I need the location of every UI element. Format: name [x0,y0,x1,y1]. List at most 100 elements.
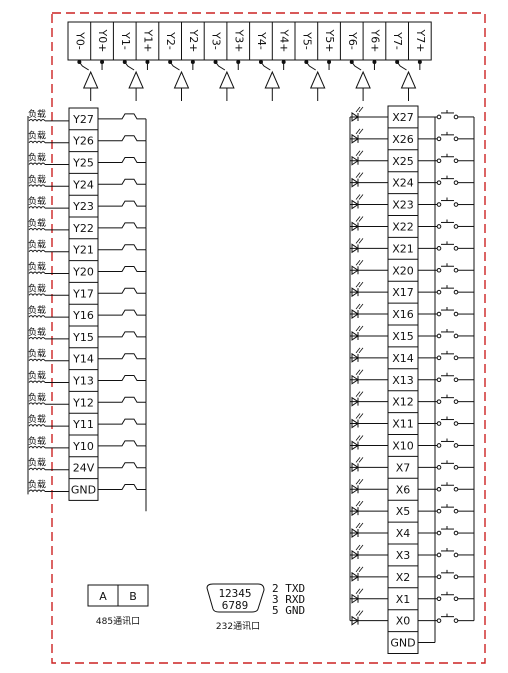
input-row-X22: X22 [350,215,474,233]
relay-contact-icon [98,266,146,272]
terminal-dot [122,60,127,64]
output-terminal-label: GND [71,484,96,497]
switch-terminal [436,289,442,295]
input-row-X6: X6 [350,477,474,496]
led-diode-icon [351,374,359,385]
terminal-dot [168,60,173,64]
input-row-X4: X4 [350,521,474,540]
switch-terminal [436,136,442,142]
output-terminal-label: Y10 [72,440,94,453]
input-terminal-label: X1 [396,593,411,606]
relay-contact-icon [98,353,146,360]
load-coil-icon [28,380,46,384]
input-terminal-label: X16 [392,308,414,321]
load-coil-icon [28,271,46,275]
led-emission-arrows-icon [355,150,364,156]
switch-terminal [453,158,459,164]
top-terminal-label: Y6+ [368,29,381,53]
top-terminal-label: Y4- [255,31,268,50]
led-diode-icon [351,155,359,166]
relay-contact-icon [98,484,146,490]
switch-terminal [453,465,459,470]
led-emission-arrows-icon [355,238,364,244]
transistor-output-0 [77,60,105,101]
input-row-X12: X12 [350,390,474,409]
input-terminal-label: X23 [392,199,414,212]
output-terminal-label: Y13 [72,375,94,388]
transistor-triangle-icon [173,70,190,89]
switch-terminal [436,465,442,470]
led-diode-icon [351,265,359,276]
load-coil-icon [28,293,46,297]
switch-terminal [436,246,442,251]
transistor-triangle-icon [128,70,144,89]
load-label: 负载 [28,479,46,491]
led-emission-arrows-icon [355,347,364,354]
input-row-X2: X2 [350,565,474,584]
switch-terminal [436,421,442,426]
load-coil-icon [28,467,46,471]
relay-contact-icon [98,440,146,447]
output-terminal-label: Y22 [72,222,94,235]
led-diode-icon [351,177,359,188]
relay-contact-icon [98,309,146,316]
switch-terminal [436,158,442,164]
load-label: 负载 [28,239,46,251]
switch-terminal [436,530,442,536]
input-row-X11: X11 [350,412,474,431]
input-terminal-label: X2 [396,571,411,584]
switch-terminal [436,618,442,623]
terminal-dot [304,60,309,64]
relay-contact-icon [98,200,146,207]
terminal-dot [190,60,195,64]
terminal-dot [236,60,241,64]
load-coil-icon [28,184,46,188]
switch-terminal [436,596,442,602]
output-terminal-label: Y12 [72,396,94,409]
led-emission-arrows-icon [355,172,364,178]
load-label: 负载 [28,217,46,229]
rs232-pins-top: 12345 [218,587,251,600]
top-terminal-label: Y0- [73,31,86,50]
input-terminal-label: X27 [392,111,414,124]
load-coil-icon [28,358,46,362]
rs485-pin-a: A [99,590,107,603]
led-emission-arrows-icon [355,369,364,375]
terminal-dot [100,60,105,64]
switch-terminal [453,202,459,207]
top-terminal-label: Y7+ [414,29,427,53]
led-diode-icon [351,331,359,341]
input-row-X1: X1 [350,587,474,606]
transistor-output-2 [168,60,195,101]
rs232-pins-bottom: 6789 [222,599,249,612]
load-label: 负载 [28,326,46,338]
rs232-caption: 232通讯口 [216,621,260,632]
led-emission-arrows-icon [355,588,364,594]
switch-terminal [436,508,442,514]
led-emission-arrows-icon [355,106,364,113]
load-coil-icon [28,249,46,253]
input-terminal-label: X7 [396,461,411,474]
rs485-pin-b: B [129,590,137,603]
input-row-X0: X0 [350,609,474,628]
led-diode-icon [351,287,359,298]
relay-contact-icon [98,178,146,185]
load-label: 负载 [28,304,46,316]
input-terminal-label: X14 [392,352,414,365]
terminal-dot [372,60,377,64]
top-terminal-label: Y4+ [278,29,291,53]
switch-terminal [453,355,459,361]
output-terminal-label: Y20 [72,266,94,279]
terminal-dot [327,60,332,64]
input-row-X25: X25 [350,149,474,168]
output-terminal-label: Y27 [72,113,94,126]
switch-terminal [453,574,459,580]
load-coil-icon [28,162,46,166]
